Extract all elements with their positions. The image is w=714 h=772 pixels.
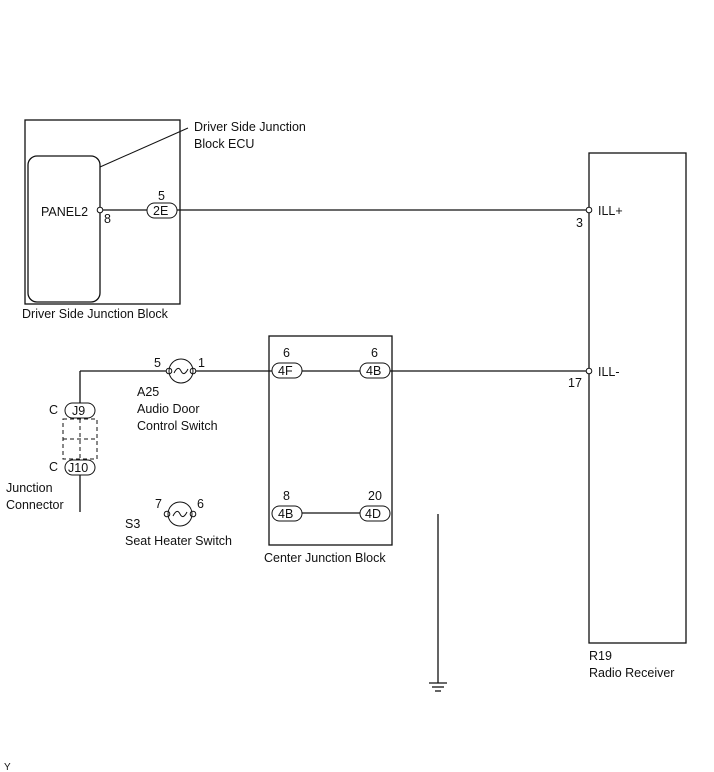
s3-terminal-7 (163, 510, 171, 518)
ground-icon (429, 682, 447, 692)
corner-mark: Y (4, 762, 11, 772)
connector-2e-label: 2E (153, 204, 168, 218)
s3-terminal-6 (189, 510, 197, 518)
ill-minus-terminal (585, 367, 593, 375)
audio-door-control-switch: 5 1 A25 Audio Door Control Switch (137, 356, 218, 433)
junction-connector-name-line2: Connector (6, 498, 64, 512)
driver-jb-ecu-box (27, 155, 101, 303)
connector-4d-label: 4D (365, 507, 381, 521)
s3-name-label: Seat Heater Switch (125, 534, 232, 548)
ecu-label-line1: Driver Side Junction (194, 120, 306, 134)
s3-id-label: S3 (125, 517, 140, 531)
s3-switch-symbol (172, 510, 188, 518)
driver-jb-caption: Driver Side Junction Block (22, 307, 169, 321)
panel2-terminal (96, 206, 104, 214)
connector-4b-bottom (271, 505, 303, 522)
radio-receiver: ILL+ 3 ILL- 17 R19 Radio Receiver (568, 152, 687, 680)
junction-connector-name-line1: Junction (6, 481, 53, 495)
s3-switch-icon (167, 501, 193, 527)
connector-j9 (64, 402, 96, 419)
radio-name-label: Radio Receiver (589, 666, 674, 680)
ill-minus-label: ILL- (598, 365, 620, 379)
center-jb-caption: Center Junction Block (264, 551, 386, 565)
center-pin-20: 20 (368, 489, 382, 503)
connector-4b-top (359, 362, 391, 379)
pin-8-label: 8 (104, 212, 111, 226)
connector-j10 (64, 459, 96, 476)
connector-4b-bottom-label: 4B (278, 507, 293, 521)
seat-heater-switch: 7 6 S3 Seat Heater Switch (125, 497, 232, 548)
panel2-label: PANEL2 (41, 205, 88, 219)
center-junction-block: 6 4F 6 4B 8 4B 20 4D Center Junction Blo… (264, 335, 393, 565)
s3-pin-6-label: 6 (197, 497, 204, 511)
a25-id-label: A25 (137, 385, 159, 399)
ecu-label-line2: Block ECU (194, 137, 254, 151)
ill-plus-label: ILL+ (598, 204, 623, 218)
radio-id-label: R19 (589, 649, 612, 663)
driver-side-junction-block: Driver Side Junction Block ECU PANEL2 8 … (22, 119, 306, 321)
j9-c-label: C (49, 403, 58, 417)
connector-4d (359, 505, 391, 522)
j10-c-label: C (49, 460, 58, 474)
center-jb-outline (268, 335, 393, 546)
ecu-leader-line (99, 127, 189, 168)
junction-connector: C J9 C J10 Junction Connector (6, 402, 98, 512)
j9-label: J9 (72, 404, 85, 418)
ill-plus-terminal (585, 206, 593, 214)
connector-4f-label: 4F (278, 364, 293, 378)
a25-name-line1: Audio Door (137, 402, 200, 416)
pin-3-label: 3 (576, 216, 583, 230)
radio-receiver-outline (588, 152, 687, 644)
a25-pin-1-label: 1 (198, 356, 205, 370)
center-pin-8: 8 (283, 489, 290, 503)
center-pin-6-left: 6 (283, 346, 290, 360)
a25-switch-icon (168, 358, 194, 384)
a25-pin-5-label: 5 (154, 356, 161, 370)
a25-name-line2: Control Switch (137, 419, 218, 433)
s3-pin-7-label: 7 (155, 497, 162, 511)
connector-4b-top-label: 4B (366, 364, 381, 378)
driver-jb-outline (24, 119, 181, 305)
pin-5-label: 5 (158, 189, 165, 203)
pin-17-label: 17 (568, 376, 582, 390)
connector-4f (271, 362, 303, 379)
a25-switch-symbol (173, 367, 189, 375)
j10-label: J10 (68, 461, 88, 475)
center-pin-6-right: 6 (371, 346, 378, 360)
